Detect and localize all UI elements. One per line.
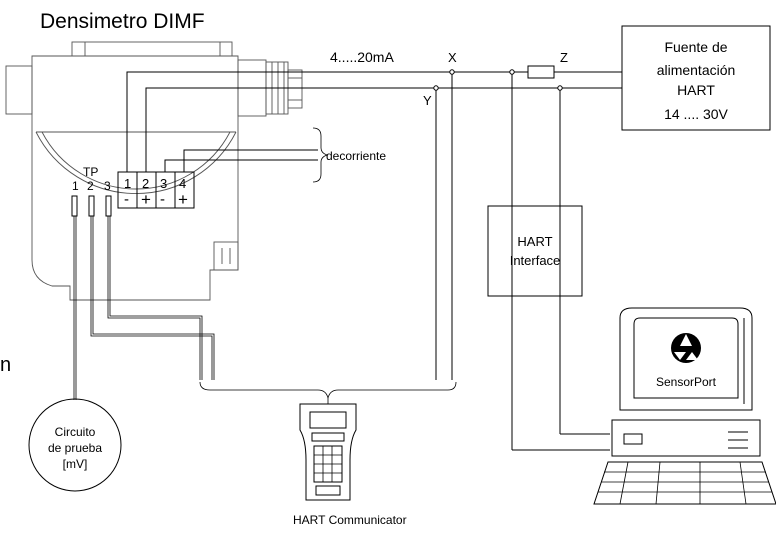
power-supply-line1: Fuente de bbox=[664, 39, 727, 55]
terminal-block: 1 2 3 4 - + - + bbox=[117, 171, 195, 209]
sensorport-logo-icon bbox=[671, 333, 701, 363]
terminal-2-sign: + bbox=[141, 190, 151, 209]
node-z-label: Z bbox=[560, 50, 568, 65]
terminal-2-number: 2 bbox=[142, 176, 149, 191]
terminal-3-number: 3 bbox=[160, 176, 167, 191]
test-circuit-line3: [mV] bbox=[63, 457, 88, 471]
terminal-1-number: 1 bbox=[124, 176, 131, 191]
transmitter-housing bbox=[5, 41, 303, 301]
tp-1-number: 1 bbox=[72, 179, 79, 193]
current-label: decorriente bbox=[326, 149, 386, 163]
signal-label: 4.....20mA bbox=[330, 49, 394, 65]
tp-2-number: 2 bbox=[87, 179, 94, 193]
resistor bbox=[527, 65, 555, 79]
power-supply-box: Fuente de alimentación HART 14 .... 30V bbox=[621, 25, 771, 131]
cut-text: n bbox=[0, 354, 11, 376]
loop-wiring bbox=[433, 65, 622, 451]
sensorport-label: SensorPort bbox=[656, 375, 717, 389]
test-circuit-line1: Circuito bbox=[55, 425, 96, 439]
power-supply-line4: 14 .... 30V bbox=[664, 106, 728, 122]
tp-label: TP bbox=[83, 165, 98, 179]
node-x-label: X bbox=[448, 50, 457, 65]
power-supply-line2: alimentación bbox=[657, 62, 736, 78]
test-points: TP 1 2 3 bbox=[71, 165, 215, 400]
terminal-wires bbox=[126, 71, 452, 172]
communicator-label: HART Communicator bbox=[293, 513, 407, 527]
node-y-label: Y bbox=[423, 93, 432, 108]
current-brace bbox=[312, 127, 329, 183]
terminal-4-sign: + bbox=[178, 190, 188, 209]
terminal-4-number: 4 bbox=[179, 176, 186, 191]
test-circuit: Circuito de prueba [mV] bbox=[28, 398, 122, 492]
diagram-title: Densimetro DIMF bbox=[40, 10, 205, 33]
sensorport-computer: SensorPort bbox=[593, 307, 776, 505]
hart-communicator bbox=[299, 403, 357, 501]
terminal-1-sign: - bbox=[124, 191, 129, 208]
terminal-3-sign: - bbox=[160, 191, 165, 208]
hart-interface-line2: Interface bbox=[510, 253, 561, 268]
hart-interface-line1: HART bbox=[517, 234, 552, 249]
hart-interface-box: HART Interface bbox=[487, 205, 583, 297]
communicator-brace bbox=[199, 381, 457, 399]
tp-3-number: 3 bbox=[104, 179, 111, 193]
power-supply-line3: HART bbox=[677, 82, 715, 98]
test-circuit-line2: de prueba bbox=[48, 441, 102, 455]
